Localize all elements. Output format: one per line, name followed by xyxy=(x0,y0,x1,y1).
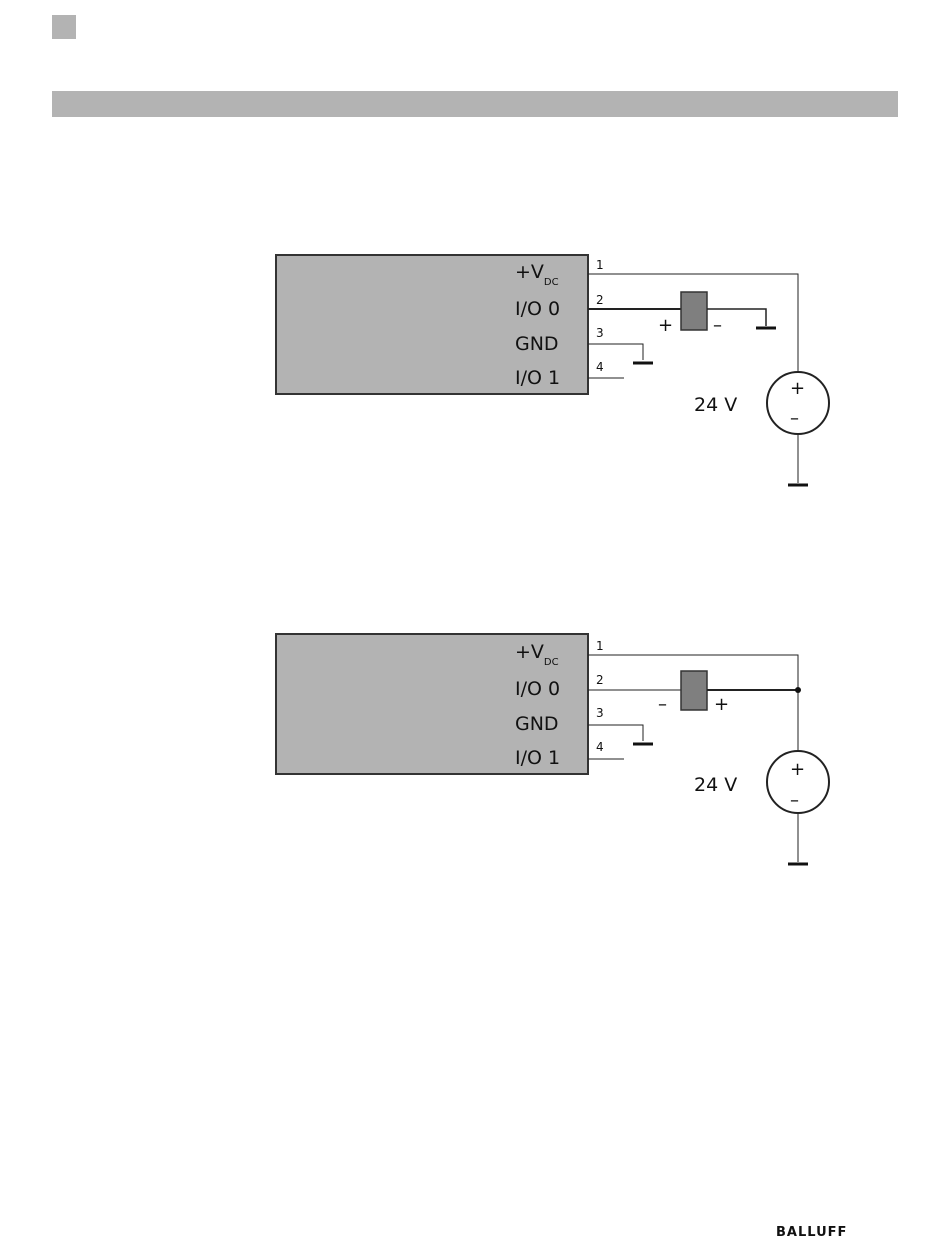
pin-3: 3 xyxy=(596,706,604,720)
junction-dot xyxy=(795,687,801,693)
io0-label: I/O 0 xyxy=(515,678,560,700)
wire-pin3 xyxy=(588,344,643,360)
load-plus: + xyxy=(658,315,673,336)
wire-pin3 xyxy=(588,725,643,741)
load-plus: + xyxy=(714,694,729,715)
pin-1: 1 xyxy=(596,639,604,653)
balluff-logo: BALLUFF xyxy=(776,1225,866,1241)
wiring-diagram-2: +VDC I/O 0 GND I/O 1 1 2 3 4 – + + – 24 … xyxy=(0,630,950,910)
source-plus: + xyxy=(790,378,805,399)
wiring-diagram-1: +VDC I/O 0 GND I/O 1 1 2 3 4 + – + – 24 … xyxy=(0,250,950,530)
voltage-label: 24 V xyxy=(694,774,737,796)
voltage-label: 24 V xyxy=(694,394,737,416)
load-component xyxy=(681,292,707,330)
section-header-bar xyxy=(52,91,898,117)
io1-label: I/O 1 xyxy=(515,367,560,389)
load-component xyxy=(681,671,707,710)
pin-3: 3 xyxy=(596,326,604,340)
pin-4: 4 xyxy=(596,360,604,374)
source-plus: + xyxy=(790,759,805,780)
gnd-label: GND xyxy=(515,713,559,735)
pin-1: 1 xyxy=(596,258,604,272)
gnd-label: GND xyxy=(515,333,559,355)
pin-2: 2 xyxy=(596,293,604,307)
load-minus: – xyxy=(658,694,667,715)
pin-4: 4 xyxy=(596,740,604,754)
io0-label: I/O 0 xyxy=(515,298,560,320)
source-minus: – xyxy=(790,790,799,811)
source-minus: – xyxy=(790,408,799,429)
load-minus: – xyxy=(713,315,722,336)
corner-square xyxy=(52,15,76,39)
io1-label: I/O 1 xyxy=(515,747,560,769)
pin-2: 2 xyxy=(596,673,604,687)
